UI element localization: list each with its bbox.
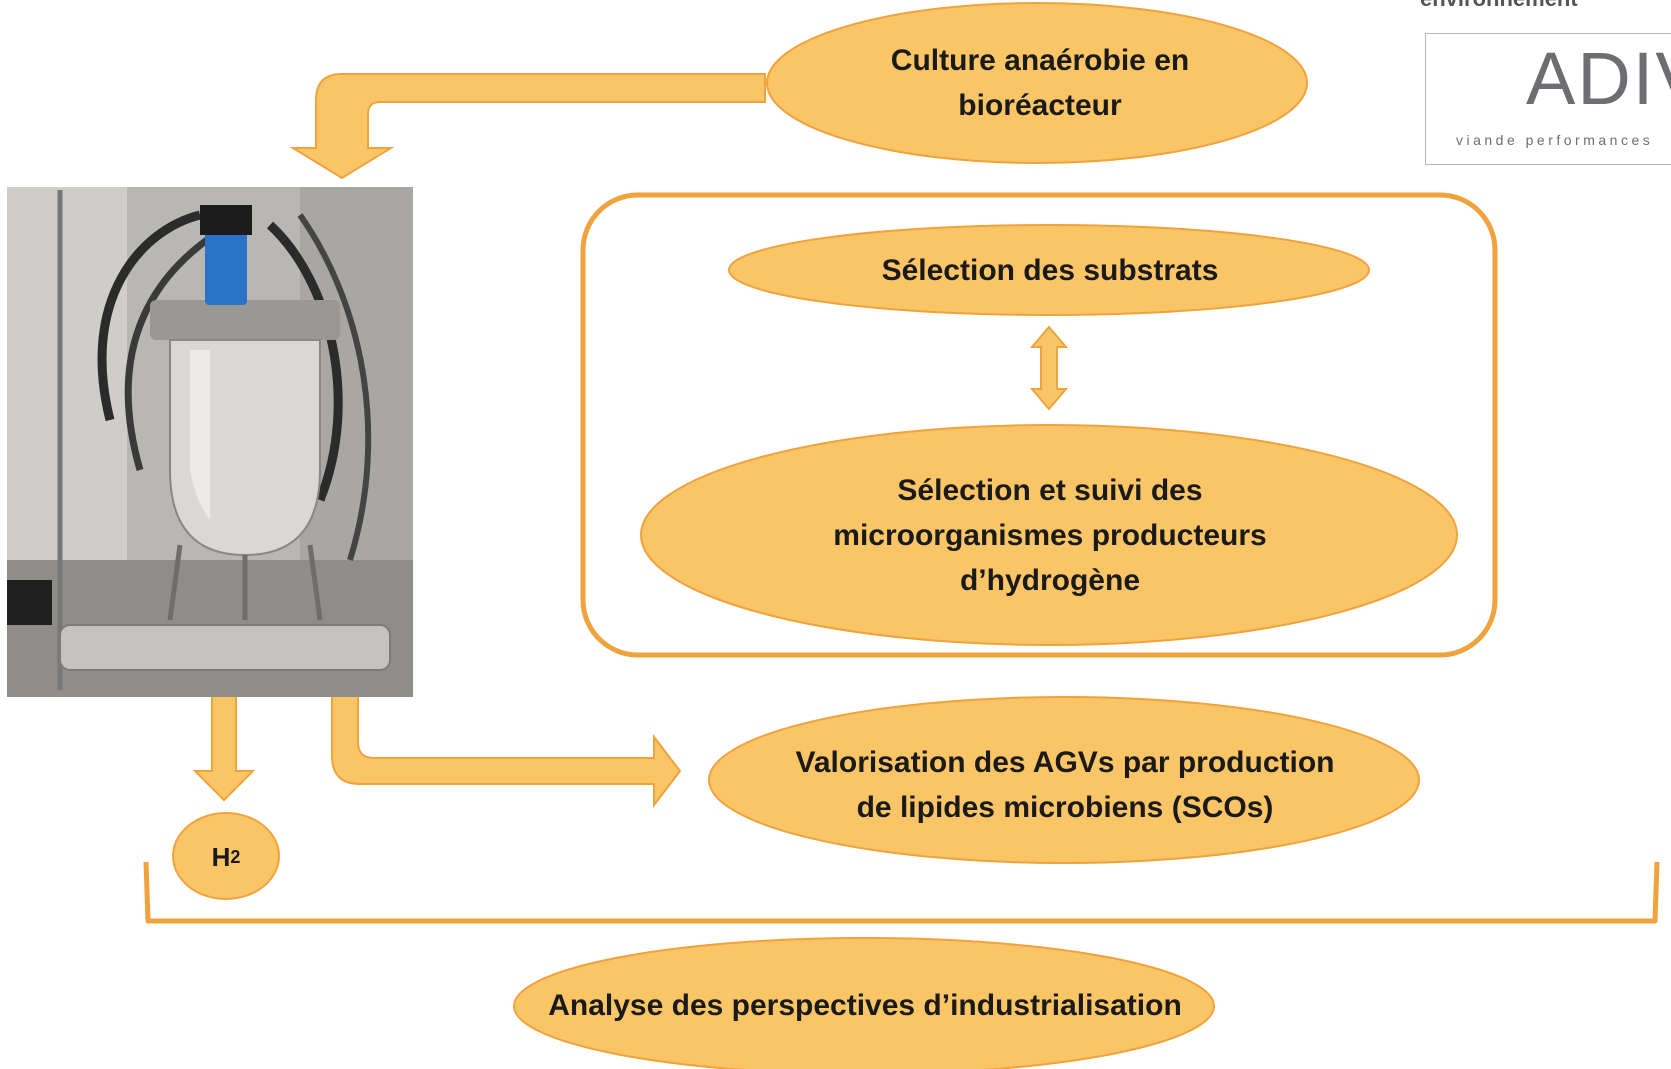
double-arrow-substrats-microorganismes <box>1029 325 1069 411</box>
node-microorganismes-line-1: Sélection et suivi des <box>897 473 1203 507</box>
node-valorisation-line-1: Valorisation des AGVs par production <box>795 746 1335 779</box>
top-cut-text: environnement <box>1420 0 1578 12</box>
arrow-reactor-to-valorisation <box>331 694 682 808</box>
node-microorganismes-line-3: d’hydrogène <box>959 563 1140 597</box>
node-perspectives-line-1: Analyse des perspectives d’industrialisa… <box>548 988 1182 1022</box>
node-culture-line-1: Culture anaérobie en <box>890 43 1190 77</box>
arrow-reactor-to-h2 <box>192 694 256 802</box>
node-microorganismes: Sélection et suivi des microorganismes p… <box>700 455 1400 615</box>
adiv-logo-subtitle: viande performances <box>1456 132 1654 148</box>
node-microorganismes-ellipse <box>640 424 1458 646</box>
bottom-bracket <box>143 861 1660 924</box>
adiv-logo-word: ADIV <box>1526 37 1671 120</box>
node-valorisation: Valorisation des AGVs par production de … <box>740 730 1390 840</box>
bioreactor-photo <box>7 187 413 697</box>
node-h2-ellipse <box>172 812 280 900</box>
node-substrats-line-1: Sélection des substrats <box>881 253 1219 287</box>
node-perspectives: Analyse des perspectives d’industrialisa… <box>520 975 1210 1035</box>
node-perspectives-ellipse <box>513 937 1215 1069</box>
node-h2-subscript: 2 <box>230 846 241 867</box>
arrow-culture-to-reactor <box>289 73 766 180</box>
selection-frame <box>580 192 1498 658</box>
node-valorisation-ellipse <box>708 696 1420 864</box>
node-culture-line-2: bioréacteur <box>958 88 1122 122</box>
node-valorisation-line-2: de lipides microbiens (SCOs) <box>856 791 1274 824</box>
node-substrats-ellipse <box>728 224 1370 316</box>
node-culture-ellipse <box>766 2 1308 164</box>
adiv-logo: ADIV viande performances <box>1425 33 1671 165</box>
node-microorganismes-line-2: microorganismes producteurs <box>833 518 1267 552</box>
node-substrats: Sélection des substrats <box>760 240 1340 300</box>
node-h2-base: H <box>211 841 231 872</box>
node-culture: Culture anaérobie en bioréacteur <box>790 20 1290 145</box>
